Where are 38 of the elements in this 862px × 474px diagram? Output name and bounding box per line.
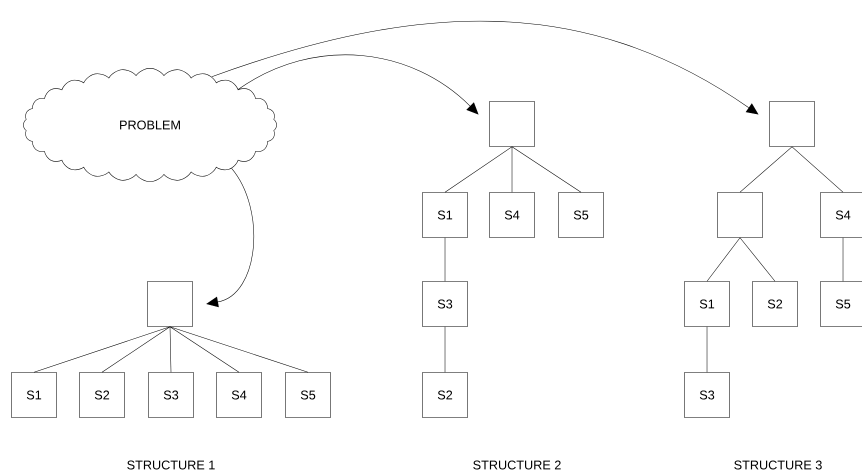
label-box: S4 <box>216 372 262 418</box>
label-box: S5 <box>558 192 604 238</box>
structure-caption: STRUCTURE 1 <box>127 460 215 470</box>
connector-line <box>706 326 708 372</box>
label-box: S4 <box>489 192 535 238</box>
label-box: S3 <box>422 281 468 327</box>
empty-box <box>147 281 193 327</box>
label-box: S3 <box>148 372 194 418</box>
label-box: S5 <box>285 372 331 418</box>
label-box: S2 <box>422 372 468 418</box>
connector-line <box>792 146 844 192</box>
label-box: S5 <box>820 281 862 327</box>
connector-line <box>444 238 446 282</box>
arrow <box>206 168 254 308</box>
connector-line <box>706 238 740 282</box>
connector-line <box>444 146 512 192</box>
connector-line <box>170 326 172 372</box>
structure-caption: STRUCTURE 2 <box>473 460 561 470</box>
connector-line <box>170 326 240 372</box>
empty-box <box>717 192 763 238</box>
structure-caption: STRUCTURE 3 <box>734 460 822 470</box>
connector-line <box>740 238 776 282</box>
empty-box <box>769 101 815 147</box>
label-box: S4 <box>820 192 862 238</box>
connector-line <box>34 326 170 372</box>
connector-line <box>512 146 582 192</box>
label-box: S1 <box>422 192 468 238</box>
connector-line <box>444 326 446 372</box>
label-box: S1 <box>11 372 57 418</box>
label-box: S3 <box>684 372 730 418</box>
label-box: S1 <box>684 281 730 327</box>
connector-line <box>102 326 170 372</box>
connector-line <box>740 146 792 192</box>
connector-line <box>170 326 308 372</box>
label-box: S2 <box>752 281 798 327</box>
connector-line <box>842 238 844 282</box>
empty-box <box>489 101 535 147</box>
label-box: S2 <box>79 372 125 418</box>
